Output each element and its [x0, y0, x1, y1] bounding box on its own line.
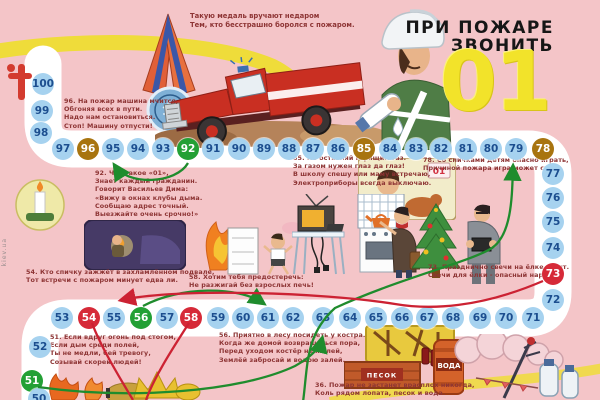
board-cell-70[interactable]: 70 — [495, 307, 517, 329]
board-cell-78[interactable]: 78 — [532, 138, 554, 160]
board-cell-99[interactable]: 99 — [31, 100, 53, 122]
board-cell-98[interactable]: 98 — [30, 122, 52, 144]
sand-box-label: ПЕСОК — [367, 372, 398, 380]
fire-truck-illustration — [155, 57, 385, 148]
board-cell-71[interactable]: 71 — [522, 307, 544, 329]
board-cell-62[interactable]: 62 — [282, 307, 304, 329]
board-cell-69[interactable]: 69 — [469, 307, 491, 329]
candle-icon — [15, 179, 65, 231]
board-cell-95[interactable]: 95 — [102, 138, 124, 160]
title-line1: ПРИ ПОЖАРЕ — [405, 18, 554, 38]
board-cell-51[interactable]: 51 — [21, 370, 43, 392]
board-cell-56[interactable]: 56 — [130, 307, 152, 329]
board-cell-63[interactable]: 63 — [312, 307, 334, 329]
board-cell-74[interactable]: 74 — [542, 237, 564, 259]
board-cell-55[interactable]: 55 — [103, 307, 125, 329]
rhyme-92: 92. Что такое «01», Знает каждый граждан… — [95, 169, 203, 218]
arrow-56-to-61 — [142, 287, 267, 308]
emergency-number: 01 — [439, 35, 552, 130]
basement-illustration — [84, 220, 186, 270]
board-cell-77[interactable]: 77 — [542, 163, 564, 185]
board-cell-57[interactable]: 57 — [156, 307, 178, 329]
board-cell-58[interactable]: 58 — [180, 307, 202, 329]
board-cell-61[interactable]: 61 — [257, 307, 279, 329]
medal-caption: Такую медаль вручают недаром Тем, кто бе… — [190, 12, 355, 30]
board-cell-73[interactable]: 73 — [542, 263, 564, 285]
tree-and-man-illustration — [412, 203, 501, 284]
board-cell-97[interactable]: 97 — [52, 138, 74, 160]
board-cell-75[interactable]: 75 — [542, 211, 564, 233]
board-cell-80[interactable]: 80 — [480, 138, 502, 160]
call-sign-label: 01 — [433, 167, 446, 177]
watermark: kiev.ua — [1, 238, 8, 267]
board-cell-60[interactable]: 60 — [232, 307, 254, 329]
board-cell-54[interactable]: 54 — [78, 307, 100, 329]
fireman-illustration — [355, 9, 452, 150]
board-cell-52[interactable]: 52 — [29, 336, 51, 358]
arrow-92-to-95 — [112, 162, 189, 183]
board-cell-59[interactable]: 59 — [207, 307, 229, 329]
board-cell-72[interactable]: 72 — [542, 289, 564, 311]
railway-smoke-illustration — [454, 334, 579, 399]
board-cell-96[interactable]: 96 — [77, 138, 99, 160]
rhyme-54: 54. Кто спичку зажжёт в захламлённом под… — [26, 268, 215, 285]
rhyme-51: 51. Если вдруг огонь под стогом, Если ды… — [50, 333, 177, 366]
hydrant-icon — [7, 64, 32, 100]
gas-stove-illustration — [357, 194, 420, 278]
board-cell-79[interactable]: 79 — [505, 138, 527, 160]
board-cell-53[interactable]: 53 — [51, 307, 73, 329]
burning-stove-illustration — [205, 221, 302, 275]
title-line2: ЗВОНИТЬ — [451, 35, 554, 56]
board-cell-94[interactable]: 94 — [127, 138, 149, 160]
golden-treasure-illustration — [133, 370, 201, 400]
poster-title: ПРИ ПОЖАРЕ ЗВОНИТЬ — [405, 18, 554, 56]
board-cell-100[interactable]: 100 — [32, 73, 54, 95]
board-cell-76[interactable]: 76 — [542, 187, 564, 209]
